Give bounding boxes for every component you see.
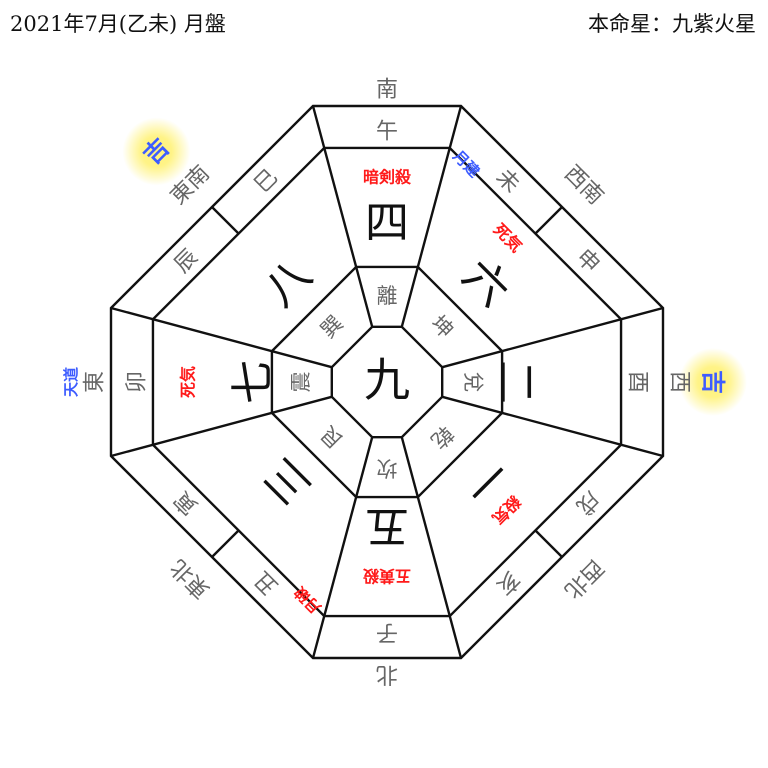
trigram-label: 坎 [377,456,398,480]
branch-label: 子 [376,620,398,645]
direction-warning-label: 暗剣殺 [363,168,412,187]
direction-label: 西 [667,371,692,393]
sector-spoke [311,436,374,659]
branch-label: 午 [376,120,398,145]
sector-spoke [441,306,664,369]
trigram-label: 離 [377,284,398,308]
branch-divider [211,529,240,558]
direction-warning-label: 死気 [179,366,198,398]
star-number: 八 [254,249,321,316]
direction-label: 西北 [559,554,608,603]
trigram-label: 乾 [426,421,458,453]
sector-spoke [400,436,463,659]
honmei-star-label: 本命星：九紫火星 [588,12,756,36]
luck-label: 吉 [699,370,727,394]
trigram-label: 艮 [316,421,348,453]
direction-label: 東北 [166,554,215,603]
direction-warning-label: 五黄殺 [362,567,411,586]
trigram-label: 震 [289,372,313,393]
center-star: 九 [364,353,410,407]
star-number: 三 [254,447,321,514]
star-number: 五 [365,501,409,552]
branch-label: 酉 [625,371,650,393]
star-number: 七 [228,360,279,404]
sector-spoke [441,395,664,458]
direction-label: 南 [376,78,398,103]
page-title: 2021年7月(乙未) 月盤 [10,12,226,36]
trigram-label: 兌 [461,372,485,393]
luck-sun-icon [679,348,747,416]
direction-warning-label: 死気 [490,220,526,256]
branch-divider [211,206,240,235]
board-texts: 南午四離暗剣殺西南未月建申六坤死気吉西酉二兌西北戌亥一乾殺気北子五坎五黄殺東北丑… [62,78,747,687]
trigram-label: 巽 [316,311,348,343]
branch-divider [534,529,563,558]
trigram-label: 坤 [426,311,458,343]
sector-spoke [110,395,333,458]
direction-label: 東 [83,371,108,393]
sector-spoke [110,306,333,369]
sector-spoke [400,105,463,328]
branch-divider [534,206,563,235]
luck-sun-icon [122,117,191,186]
board-lines [109,104,665,660]
direction-label: 西南 [559,161,608,210]
direction-tag: 天道 [62,367,80,397]
branch-label: 卯 [125,371,150,393]
star-number: 六 [452,249,519,316]
direction-label: 北 [376,662,398,687]
star-number: 四 [365,198,409,249]
star-number: 二 [490,360,541,404]
sector-spoke [311,105,374,328]
